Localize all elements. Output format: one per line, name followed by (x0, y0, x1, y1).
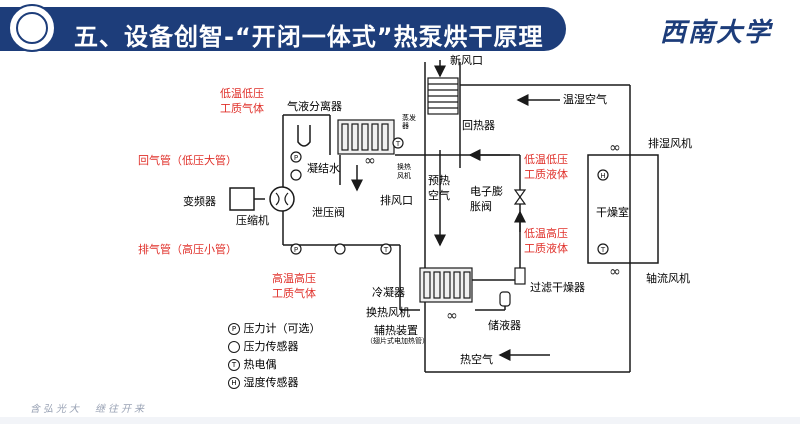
exhaust-fan-icon: ∞ (609, 140, 621, 156)
pressure-gauge-icon-2 (290, 243, 302, 255)
inverter-label: 变频器 (183, 195, 216, 208)
drying-room-label: 干燥室 (596, 206, 629, 219)
legend-item-thermocouple: T 热电偶 (228, 356, 321, 374)
expansion-valve-icon (513, 189, 527, 205)
thermocouple-icon (380, 243, 392, 255)
reheater-label: 回热器 (462, 119, 495, 132)
evaporator-fan-icon: ∞ (364, 153, 376, 169)
slide-title: 五、设备创智-“开闭一体式”热泵烘干原理 (74, 23, 544, 51)
title-banner: 五、设备创智-“开闭一体式”热泵烘干原理 (0, 7, 566, 51)
evaporator-label: 蒸发器 (402, 114, 416, 130)
pressure-gauge-icon-legend: P (228, 323, 240, 335)
svg-text:T: T (600, 246, 606, 254)
condenser-coil (419, 267, 473, 303)
thermocouple-icon-2 (392, 137, 404, 149)
aux-heater-label: 辅热装置 (374, 324, 418, 337)
svg-text:H: H (600, 172, 605, 180)
exhaust-fan-label: 排湿风机 (648, 137, 692, 150)
liquid-receiver-label: 储液器 (488, 319, 521, 332)
university-seal-icon (8, 4, 56, 52)
fresh-air-inlet-label: 新风口 (450, 54, 483, 67)
axial-fan-label: 轴流风机 (646, 272, 690, 285)
condenser-label: 冷凝器 (372, 286, 405, 299)
humidity-sensor-icon-legend: H (228, 377, 240, 389)
axial-fan-icon: ∞ (609, 264, 621, 280)
legend: P 压力计（可选） 压力传感器 T 热电偶 H 湿度传感器 (228, 320, 321, 392)
svg-text:T: T (395, 140, 401, 148)
separator-tube (297, 125, 311, 147)
pressure-sensor-icon (290, 169, 302, 181)
preheat-air-label: 预热空气 (428, 174, 450, 202)
thermocouple-icon-3 (597, 243, 609, 255)
legend-item-pressure-gauge: P 压力计（可选） (228, 320, 321, 338)
condenser-fan-label: 换热风机 (366, 306, 410, 319)
inverter-box (229, 187, 255, 211)
svg-text:T: T (383, 246, 389, 254)
red-label-high-press-liquid: 低温高压工质液体 (524, 227, 568, 255)
university-logo: 西南大学 (660, 18, 773, 48)
thermocouple-icon-legend: T (228, 359, 240, 371)
condensate-label: 凝结水 (307, 162, 340, 175)
header-bar: 五、设备创智-“开闭一体式”热泵烘干原理 西南大学 (0, 0, 800, 54)
red-label-discharge-pipe: 排气管（高压小管） (138, 243, 237, 256)
pressure-sensor-icon-legend (228, 341, 240, 353)
footer-motto: 含弘光大 继往开来 (30, 404, 147, 415)
compressor-label: 压缩机 (236, 214, 269, 227)
legend-item-humidity-sensor: H 湿度传感器 (228, 374, 321, 392)
red-label-return-pipe: 回气管（低压大管） (138, 154, 237, 167)
evaporator-coil (337, 119, 395, 155)
footer-bar (0, 417, 800, 424)
condenser-fan-icon: ∞ (446, 308, 458, 324)
pressure-sensor-icon-2 (334, 243, 346, 255)
svg-text:P: P (294, 246, 298, 254)
red-label-low-temp-gas: 低温低压工质气体 (220, 87, 264, 115)
liquid-receiver-icon (499, 291, 511, 307)
drying-room-box (587, 154, 659, 264)
hot-air-label: 热空气 (460, 353, 493, 366)
compressor-icon (269, 186, 295, 212)
legend-item-pressure-sensor: 压力传感器 (228, 338, 321, 356)
reheater-coil (427, 77, 459, 115)
humidity-sensor-icon (597, 169, 609, 181)
red-label-low-temp-liquid: 低温低压工质液体 (524, 153, 568, 181)
filter-dryer-label: 过滤干燥器 (530, 281, 585, 294)
aux-heater-note: （翅片式电加热管） (366, 337, 429, 345)
filter-dryer-icon (514, 267, 526, 285)
red-label-high-temp-gas: 高温高压工质气体 (272, 272, 316, 300)
pressure-gauge-icon (290, 151, 302, 163)
evaporator-fan-label: 换热风机 (397, 163, 411, 180)
expansion-valve-label: 电子膨胀阀 (470, 185, 503, 213)
relief-valve-label: 泄压阀 (312, 206, 345, 219)
warm-humid-air-label: 温湿空气 (563, 93, 607, 106)
svg-text:P: P (294, 154, 298, 162)
gas-liquid-separator-label: 气液分离器 (287, 100, 342, 113)
exhaust-outlet-label: 排风口 (380, 194, 413, 207)
